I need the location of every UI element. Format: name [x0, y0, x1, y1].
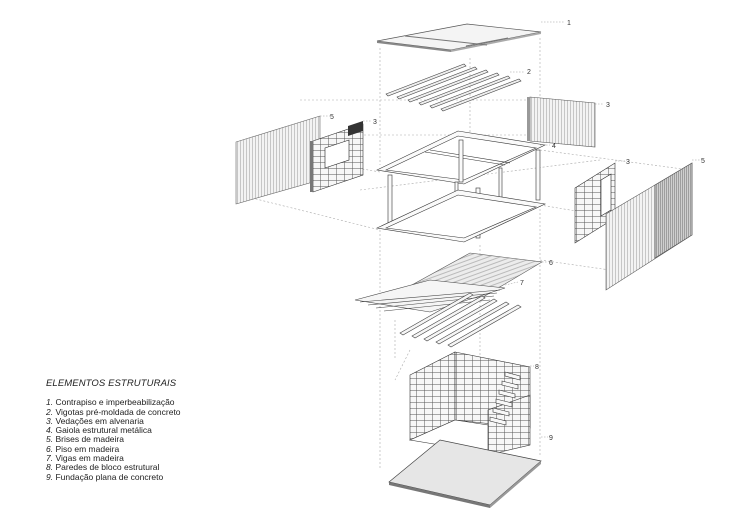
- legend-item: 7. Vigas em madeira: [46, 453, 181, 464]
- callout-3-right: 3: [626, 159, 630, 166]
- legend-item: 9. Fundação plana de concreto: [46, 471, 181, 482]
- fundacao-plana: [388, 439, 542, 508]
- legend-item-text: Vedações em alvenaria: [55, 415, 144, 426]
- brise-right-panel: [605, 162, 693, 291]
- legend-item: 6. Piso em madeira: [46, 443, 181, 454]
- callout-5-right: 5: [701, 158, 705, 165]
- callout-leaders: [320, 21, 700, 438]
- legend-item-text: Vigotas pré-moldada de concreto: [55, 406, 181, 417]
- vedacao-back-wall: [527, 96, 596, 148]
- brise-left-panel: [235, 115, 321, 205]
- legend-item: 1. Contrapiso e imperbeabilização: [46, 398, 181, 407]
- legend-item-number: 1.: [46, 397, 54, 408]
- callout-1: 1: [567, 20, 571, 27]
- legend-item-text: Contrapiso e imperbeabilização: [55, 397, 175, 408]
- legend-item-text: Vigas em madeira: [55, 453, 124, 464]
- legend-item: 2. Vigotas pré-moldada de concreto: [46, 406, 181, 417]
- legend-item-number: 3.: [46, 415, 54, 426]
- vedacao-left-wall: [310, 121, 364, 193]
- callout-8: 8: [535, 364, 539, 371]
- callout-labels: 1 2 3 5 3 4 3 5 6 7 8 9: [330, 20, 705, 442]
- legend-item-number: 9.: [46, 471, 54, 482]
- contrapiso-slab: [376, 23, 542, 52]
- legend-item-number: 7.: [46, 453, 54, 464]
- legend-item-text: Paredes de bloco estrutural: [55, 462, 160, 473]
- legend-item-text: Piso em madeira: [55, 443, 120, 454]
- legend-item: 8. Paredes de bloco estrutural: [46, 463, 181, 472]
- vigas-madeira: [354, 279, 522, 348]
- legend-item-number: 8.: [46, 462, 54, 473]
- callout-5-left: 5: [330, 114, 334, 121]
- legend: ELEMENTOS ESTRUTURAIS 1. Contrapiso e im…: [46, 379, 181, 482]
- legend-title: ELEMENTOS ESTRUTURAIS: [46, 378, 177, 389]
- legend-item-text: Brises de madeira: [55, 434, 124, 445]
- legend-item: 3. Vedações em alvenaria: [46, 415, 181, 426]
- vedacao-right-wall: [574, 162, 616, 244]
- callout-3-left: 3: [373, 119, 377, 126]
- callout-7: 7: [520, 280, 524, 287]
- legend-item-number: 4.: [46, 425, 54, 436]
- callout-2: 2: [527, 69, 531, 76]
- gaiola-estrutural-frame: [375, 130, 547, 243]
- legend-item-number: 2.: [46, 406, 54, 417]
- paredes-bloco-estrutural: [408, 351, 531, 456]
- callout-6: 6: [549, 260, 553, 267]
- legend-item: 4. Gaiola estrutural metálica: [46, 426, 181, 435]
- callout-4: 4: [552, 143, 556, 150]
- callout-3-back: 3: [606, 102, 610, 109]
- legend-list: 1. Contrapiso e imperbeabilização 2. Vig…: [46, 398, 181, 482]
- legend-item-number: 6.: [46, 443, 54, 454]
- legend-item-text: Fundação plana de concreto: [55, 471, 164, 482]
- callout-9: 9: [549, 435, 553, 442]
- legend-item-number: 5.: [46, 434, 54, 445]
- legend-item-text: Gaiola estrutural metálica: [55, 425, 152, 436]
- legend-item: 5. Brises de madeira: [46, 435, 181, 444]
- vigotas-joists: [385, 63, 522, 112]
